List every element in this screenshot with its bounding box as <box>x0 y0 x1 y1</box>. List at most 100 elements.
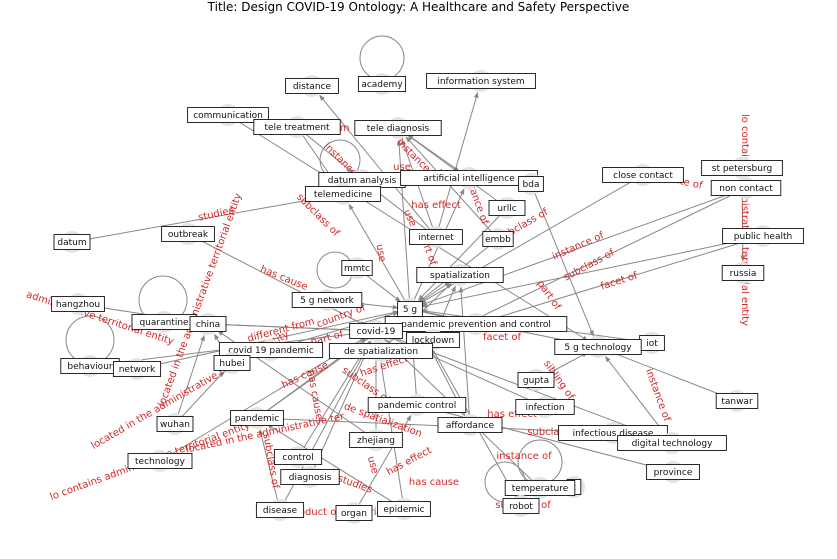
node-label: close contact <box>613 171 673 181</box>
node-five-g-technology[interactable]: 5 g technology <box>554 336 642 358</box>
node-label: wuhan <box>160 420 190 430</box>
node-label-box <box>291 292 363 308</box>
node-label: outbreak <box>168 230 209 240</box>
node-datum[interactable]: datum <box>53 231 91 253</box>
node-covid-19[interactable]: covid-19 <box>349 320 403 342</box>
node-telemedicine[interactable]: telemedicine <box>304 183 382 205</box>
node-covid-19-pandemic[interactable]: covid 19 pandemic <box>218 339 324 361</box>
node-label: pandemic <box>235 414 279 424</box>
node-label-box <box>518 176 544 192</box>
node-hangzhou[interactable]: hangzhou <box>51 293 105 315</box>
node-label: control <box>282 453 313 463</box>
node-zhejiang[interactable]: zhejiang <box>349 429 403 451</box>
edge-datum-to-telemedicine <box>71 194 332 243</box>
node-bda[interactable]: bda <box>518 173 544 195</box>
node-disease[interactable]: disease <box>255 499 305 521</box>
node-label: spatialization <box>430 271 490 281</box>
node-network[interactable]: network <box>112 358 162 380</box>
node-label: disease <box>263 506 298 516</box>
node-label-box <box>335 505 373 521</box>
node-five-g-network[interactable]: 5 g network <box>291 289 363 311</box>
node-label-box <box>161 226 215 242</box>
node-label: academy <box>361 80 403 90</box>
node-label: telemedicine <box>314 190 373 200</box>
node-label-box <box>304 186 382 202</box>
node-diagnosis[interactable]: diagnosis <box>280 466 340 488</box>
node-label-box <box>349 323 403 339</box>
node-label: distance <box>293 82 332 92</box>
node-label: infectious disease <box>573 429 654 439</box>
node-information-system[interactable]: information system <box>426 70 536 92</box>
node-epidemic[interactable]: epidemic <box>377 498 431 520</box>
node-embb[interactable]: embb <box>482 228 514 250</box>
node-infection[interactable]: infection <box>515 396 575 418</box>
node-digital-technology[interactable]: digital technology <box>617 432 727 454</box>
node-urllc[interactable]: urllc <box>488 197 526 219</box>
edge-wuhan-to-china <box>174 334 205 425</box>
node-label: st petersburg <box>712 164 772 174</box>
node-label-box <box>617 435 727 451</box>
node-organ[interactable]: organ <box>335 502 373 524</box>
node-temperature[interactable]: temperature <box>504 477 576 499</box>
node-province[interactable]: province <box>646 461 700 483</box>
node-communication[interactable]: communication <box>187 104 269 126</box>
node-china[interactable]: china <box>189 313 227 335</box>
edge-non_contact-to-lockdown <box>443 187 747 336</box>
node-pandemic-control[interactable]: pandemic control <box>367 394 467 416</box>
edge-public_health-to-five_g <box>421 235 764 308</box>
node-hubei[interactable]: hubei <box>213 352 251 374</box>
node-mmtc[interactable]: mmtc <box>341 257 373 279</box>
node-affordance[interactable]: affordance <box>437 414 503 436</box>
node-behaviour[interactable]: behaviour <box>60 355 120 377</box>
node-quarantine[interactable]: quarantine <box>131 311 197 333</box>
node-label-box <box>554 339 642 355</box>
node-spatialization[interactable]: spatialization <box>416 264 504 286</box>
edge-label: lo contains administrative territorial e… <box>739 114 750 326</box>
node-outbreak[interactable]: outbreak <box>161 223 215 245</box>
node-label-box <box>127 453 193 469</box>
edge-five_g-to-telemedicine <box>348 203 411 310</box>
node-label-box <box>515 399 575 415</box>
node-label-box <box>482 231 514 247</box>
node-tele-treatment[interactable]: tele treatment <box>253 116 341 138</box>
node-label: province <box>654 468 693 478</box>
node-label: artificial intelligence <box>423 174 515 184</box>
node-label-box <box>715 393 759 409</box>
node-label: china <box>196 320 220 330</box>
node-public-health[interactable]: public health <box>722 225 804 247</box>
node-control[interactable]: control <box>273 446 323 468</box>
node-distance[interactable]: distance <box>285 75 339 97</box>
node-academy[interactable]: academy <box>357 73 407 95</box>
node-label-box <box>218 342 324 358</box>
node-non-contact[interactable]: non contact <box>710 177 782 199</box>
node-label-box <box>273 449 323 465</box>
edge-label: instance of <box>643 367 672 423</box>
node-label: 5 g <box>403 305 417 315</box>
node-label: urllc <box>497 204 516 214</box>
node-technology[interactable]: technology <box>127 450 193 472</box>
node-tele-diagnosis[interactable]: tele diagnosis <box>354 117 442 139</box>
node-st-petersburg[interactable]: st petersburg <box>701 157 783 179</box>
node-label: hangzhou <box>56 300 100 310</box>
node-five-g[interactable]: 5 g <box>397 298 423 320</box>
node-robot[interactable]: robot <box>502 495 540 517</box>
node-pandemic[interactable]: pandemic <box>230 407 284 429</box>
node-close-contact[interactable]: close contact <box>602 164 684 186</box>
node-russia[interactable]: russia <box>721 262 765 284</box>
node-label-box <box>187 107 269 123</box>
edge-label: has cause <box>409 477 459 488</box>
node-label-box <box>230 410 284 426</box>
node-iot[interactable]: iot <box>639 332 665 354</box>
node-label: bda <box>523 180 540 190</box>
node-pandemic-prevention-and-control[interactable]: pandemic prevention and control <box>384 313 568 335</box>
node-label-box <box>437 417 503 433</box>
node-gupta[interactable]: gupta <box>517 369 555 391</box>
node-internet[interactable]: internet <box>409 226 463 248</box>
node-label: embb <box>485 235 511 245</box>
node-de-spatialization[interactable]: de spatialization <box>328 340 434 362</box>
node-label: lockdown <box>412 336 454 346</box>
node-label-box <box>416 267 504 283</box>
node-artificial-intelligence[interactable]: artificial intelligence <box>400 167 538 189</box>
node-wuhan[interactable]: wuhan <box>156 413 194 435</box>
node-tanwar[interactable]: tanwar <box>715 390 759 412</box>
